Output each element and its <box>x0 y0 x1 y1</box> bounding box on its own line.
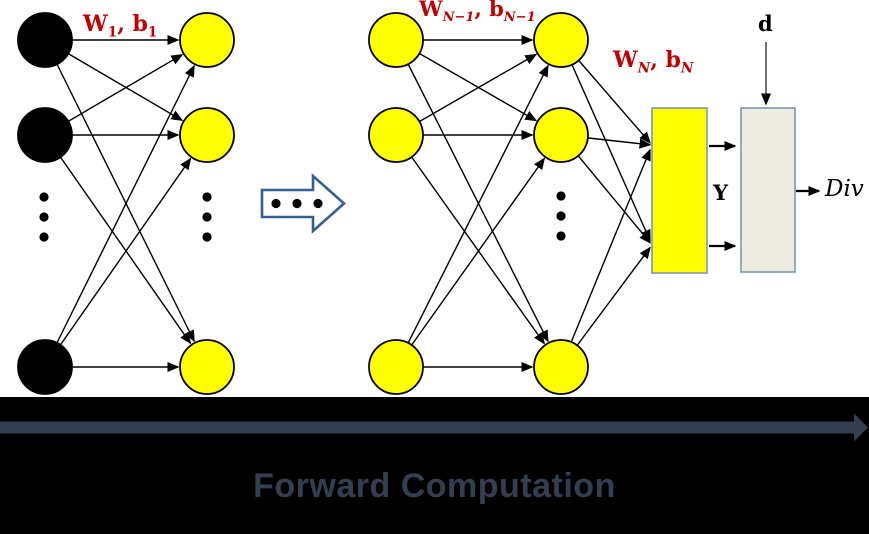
hidden-node <box>368 339 424 395</box>
weights-label-layerN: WN, bN <box>613 47 694 77</box>
ellipsis-dots <box>202 192 212 242</box>
edges-layer-1 <box>44 35 195 372</box>
transition-block-arrow-icon <box>260 173 346 234</box>
hidden-node <box>368 107 424 163</box>
edge <box>44 64 195 368</box>
edge <box>395 39 549 343</box>
edge <box>44 134 192 345</box>
input-node <box>17 107 73 163</box>
caption-forward-computation: Forward Computation <box>253 467 616 505</box>
hidden-layer-n <box>533 12 589 395</box>
edge <box>44 39 195 343</box>
target-box <box>740 107 796 273</box>
hidden-node <box>533 12 589 68</box>
input-node <box>17 12 73 68</box>
edges-layer-n <box>395 35 549 372</box>
edge <box>560 148 651 368</box>
hidden-node <box>179 12 235 68</box>
ellipsis-dots <box>556 191 566 241</box>
edge <box>395 134 546 345</box>
weights-label-layerN-1: WN−1, bN−1 <box>419 0 536 26</box>
edge <box>395 64 549 368</box>
output-vector-box <box>651 107 708 274</box>
hidden-node <box>368 12 424 68</box>
hidden-layer-n-1 <box>368 12 424 395</box>
input-node <box>17 339 73 395</box>
input-layer <box>17 12 73 395</box>
timeline-band <box>0 397 869 534</box>
edge <box>560 39 651 242</box>
edge <box>44 157 192 368</box>
hidden-node <box>533 107 589 163</box>
forward-arrow-icon <box>0 413 868 442</box>
edge <box>395 157 546 368</box>
output-vector-label: Y <box>713 180 728 205</box>
hidden-layer-1 <box>179 12 235 395</box>
hidden-node <box>179 339 235 395</box>
edges-output <box>560 39 652 368</box>
weights-label-layer1: W1, b1 <box>83 11 158 41</box>
target-input-label: d <box>758 11 773 36</box>
hidden-node <box>533 339 589 395</box>
divergence-label: Div <box>825 176 864 202</box>
hidden-node <box>179 107 235 163</box>
ellipsis-dots <box>39 192 49 242</box>
